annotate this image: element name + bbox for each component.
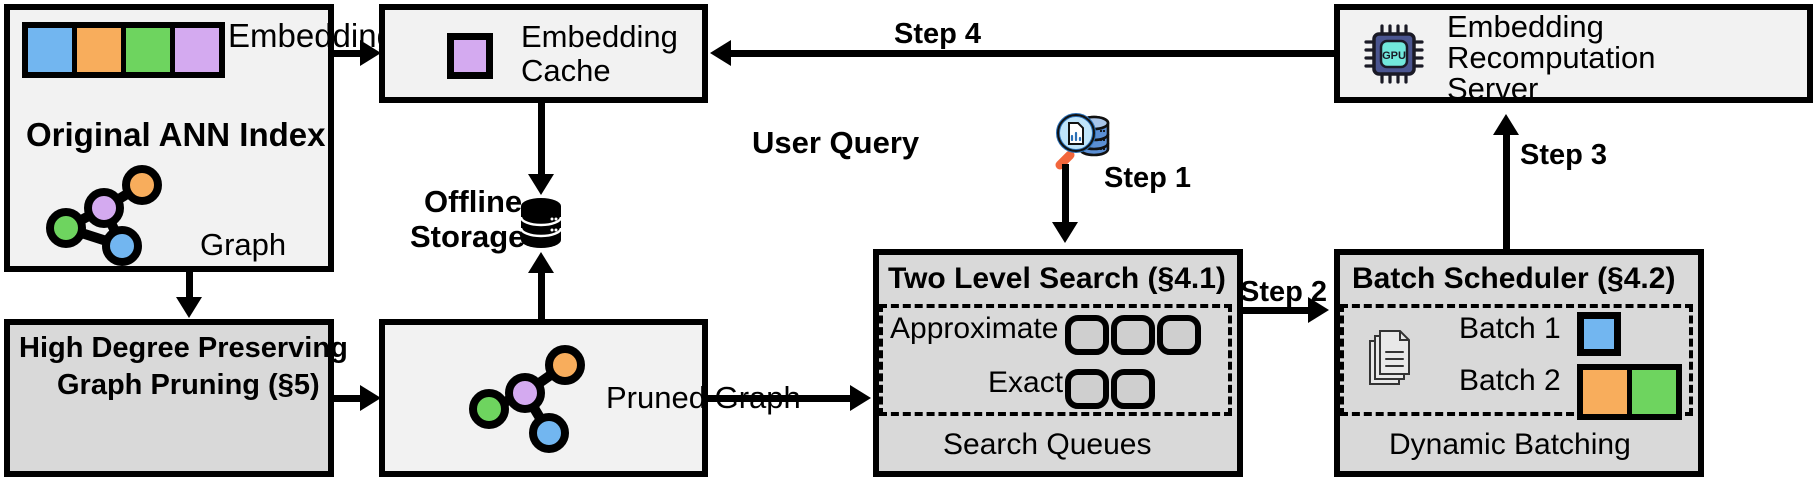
approximate-slot-3[interactable] [1157, 315, 1201, 355]
search-queues-panel [879, 304, 1232, 416]
pruned-graph-icon [469, 345, 585, 453]
embedding-cell-orange [77, 28, 121, 72]
batch-2-swatch-orange [1583, 370, 1627, 414]
batch-1-label: Batch 1 [1459, 312, 1561, 345]
arrow-ann-to-cache-line [334, 50, 362, 57]
arrow-step4-head [710, 40, 731, 66]
arrow-ann-to-pruning-line [186, 272, 193, 302]
documents-stack-icon [1369, 330, 1410, 385]
arrow-step3-head [1493, 114, 1519, 135]
embedding-cache-box [379, 4, 708, 103]
two-level-search-box [873, 249, 1243, 477]
database-icon [519, 198, 563, 248]
two-level-search-title: Two Level Search (§4.1) [888, 262, 1226, 295]
batch-2-swatches [1577, 364, 1682, 420]
embedding-cell-purple [175, 28, 219, 72]
approximate-row-label: Approximate [890, 312, 1059, 345]
arrow-pruned-to-storage-head [528, 252, 554, 273]
gpu-icon: GPU [1364, 24, 1424, 84]
batch-1-swatch-blue [1577, 312, 1621, 356]
step-3-label: Step 3 [1520, 139, 1608, 171]
arrow-step2-head [1308, 297, 1329, 323]
embedding-cache-title-line2: Cache [521, 53, 611, 88]
embedding-vector-cells [22, 22, 225, 78]
arrow-pruned-to-storage-line [538, 270, 545, 319]
query-magnifier-database-icon [1055, 113, 1110, 170]
exact-slot-2[interactable] [1111, 369, 1155, 409]
embedding-cell-blue [28, 28, 72, 72]
batch-2-label: Batch 2 [1459, 364, 1561, 397]
exact-slot-1[interactable] [1065, 369, 1109, 409]
ann-graph-icon [46, 165, 162, 266]
arrow-step3-line [1503, 132, 1510, 249]
arrow-cache-to-storage-head [528, 174, 554, 195]
approximate-slot-2[interactable] [1111, 315, 1155, 355]
graph-pruning-title-line1: High Degree Preserving [19, 332, 348, 364]
offline-storage-label-line2: Storage [410, 219, 526, 254]
batch-2-swatch-green [1632, 370, 1676, 414]
embedding-cell-green [126, 28, 170, 72]
dynamic-batching-footer: Dynamic Batching [1389, 428, 1631, 461]
exact-row-label: Exact [988, 366, 1064, 399]
arrow-pruning-to-pruned-line [334, 395, 362, 402]
graph-pruning-box [4, 319, 334, 477]
offline-storage-label-line1: Offline [424, 184, 523, 219]
graph-pruning-title-line2: Graph Pruning (§5) [57, 369, 320, 401]
arrow-pruned-to-search-line [708, 395, 851, 402]
graph-label: Graph [200, 227, 287, 262]
arrow-pruned-to-search-head [850, 385, 871, 411]
batch-scheduler-box [1334, 249, 1704, 477]
arrow-step1-head [1052, 222, 1078, 243]
arrow-pruning-to-pruned-head [360, 385, 381, 411]
user-query-label: User Query [752, 125, 920, 160]
gpu-icon-text: GPU [1382, 50, 1406, 62]
arrow-ann-to-pruning-head [176, 297, 202, 318]
original-ann-index-title: Original ANN Index [26, 116, 326, 153]
recomputation-server-title-line3: Server [1447, 71, 1539, 106]
embedding-cache-swatch [447, 33, 493, 79]
arrow-ann-to-cache-head [360, 40, 381, 66]
dynamic-batching-panel [1340, 304, 1693, 416]
approximate-slot-1[interactable] [1065, 315, 1109, 355]
arrow-step4-line [731, 50, 1334, 57]
recomputation-server-title-line2: Recomputation [1447, 40, 1656, 75]
step-2-label: Step 2 [1240, 276, 1328, 308]
batch-scheduler-title: Batch Scheduler (§4.2) [1352, 262, 1676, 295]
arrow-cache-to-storage-line [538, 103, 545, 179]
arrow-step2-line [1243, 307, 1309, 314]
embedding-cache-title-line1: Embedding [521, 19, 678, 54]
recomputation-server-title-line1: Embedding [1447, 9, 1604, 44]
step-1-label: Step 1 [1104, 162, 1192, 194]
step-4-label: Step 4 [894, 18, 982, 50]
search-queues-footer: Search Queues [943, 428, 1152, 461]
arrow-step1-line [1062, 164, 1069, 226]
